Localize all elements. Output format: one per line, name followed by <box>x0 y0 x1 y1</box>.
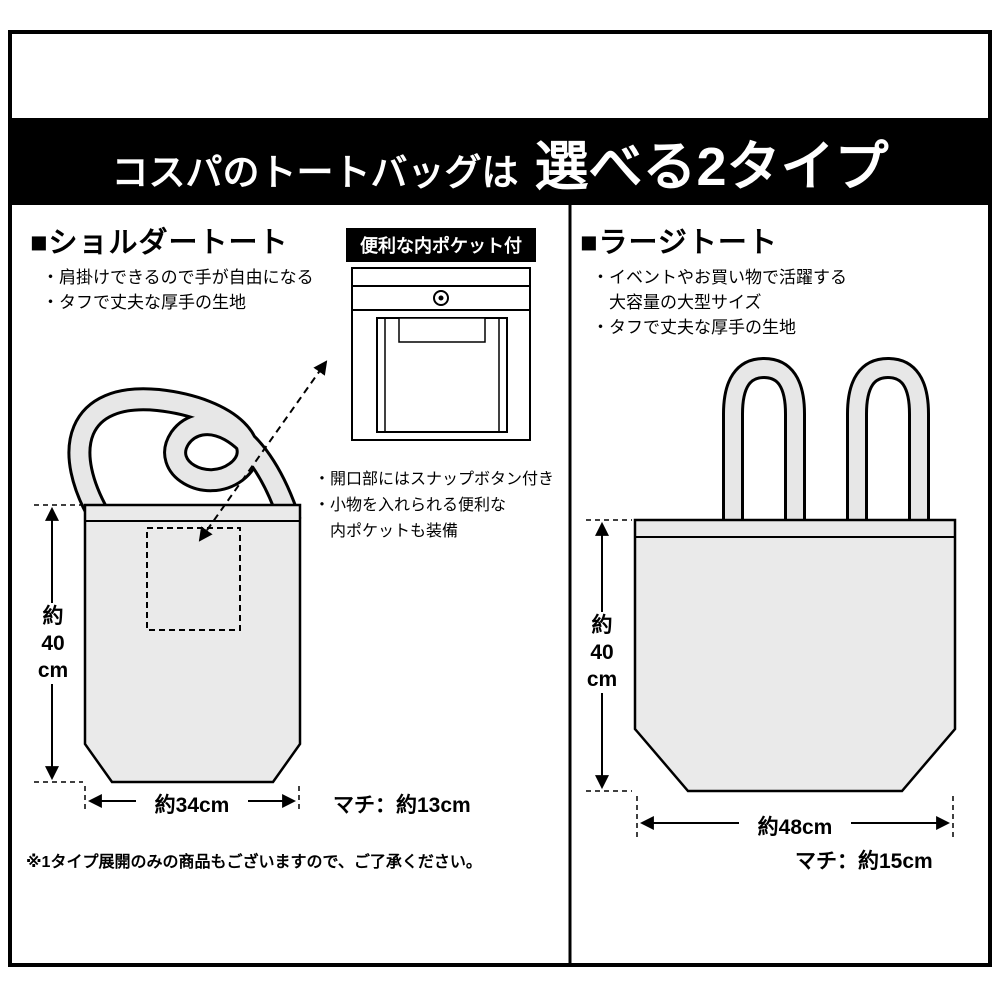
large-gusset-label: マチ：約15cm <box>795 850 933 873</box>
feature-line: ・イベントやお買い物で活躍する <box>592 268 847 287</box>
dim-text: 約 <box>591 614 613 637</box>
feature-line: ・タフで丈夫な厚手の生地 <box>592 318 796 337</box>
header-title-regular: コスパのトートバッグは <box>111 152 519 193</box>
large-bag-body <box>633 518 957 793</box>
pocket-inset-drawing <box>351 267 531 441</box>
shoulder-height-label: 約 40 cm <box>31 603 75 684</box>
large-handle-right-fill <box>849 359 927 524</box>
large-width-label: 約48cm <box>739 811 851 841</box>
dim-text: 40 <box>590 641 614 664</box>
pocket-inset-title: 便利な内ポケット付 <box>346 228 536 262</box>
shoulder-tote-heading: ■ショルダートート <box>30 227 289 259</box>
dim-text: cm <box>586 668 618 691</box>
feature-line: ・肩掛けできるので手が自由になる <box>42 268 314 287</box>
large-tote-drawing <box>633 356 957 793</box>
note-line: ・開口部にはスナップボタン付き <box>314 471 555 488</box>
large-tote-heading: ■ラージトート <box>580 227 778 259</box>
feature-line: ・タフで丈夫な厚手の生地 <box>42 293 246 312</box>
pocket-notes: ・開口部にはスナップボタン付き ・小物を入れられる便利な 内ポケットも装備 <box>314 467 554 545</box>
header-title: コスパのトートバッグは選べる2タイプ <box>111 122 888 201</box>
large-handle-left-fill <box>725 359 803 524</box>
inset-pocket-hem <box>398 317 486 343</box>
dim-text: cm <box>37 659 69 682</box>
dim-text: 約 <box>42 605 64 628</box>
large-height-label: 約 40 cm <box>580 612 624 693</box>
header-title-emphasis: 選べる2タイプ <box>534 137 889 197</box>
shoulder-tote-drawing <box>67 387 302 784</box>
feature-line: 大容量の大型サイズ <box>592 293 762 312</box>
shoulder-gusset-label: マチ：約13cm <box>333 794 471 817</box>
shoulder-tote-features: ・肩掛けできるので手が自由になる ・タフで丈夫な厚手の生地 <box>42 265 314 315</box>
note-line: 内ポケットも装備 <box>314 523 459 540</box>
shoulder-width-label: 約34cm <box>136 789 248 819</box>
large-tote-features: ・イベントやお買い物で活躍する 大容量の大型サイズ ・タフで丈夫な厚手の生地 <box>592 265 847 340</box>
inner-pocket-outline <box>146 527 241 631</box>
snap-button-dot <box>438 295 444 301</box>
shoulder-bag-body <box>83 503 302 784</box>
note-line: ・小物を入れられる便利な <box>314 497 507 514</box>
header-bar: コスパのトートバッグは選べる2タイプ <box>10 118 990 205</box>
footnote: ※1タイプ展開のみの商品もございますので、ご了承ください。 <box>26 854 482 871</box>
dim-text: 40 <box>41 632 65 655</box>
pocket-pointer-arrow <box>198 360 328 542</box>
outer-frame <box>8 30 992 967</box>
